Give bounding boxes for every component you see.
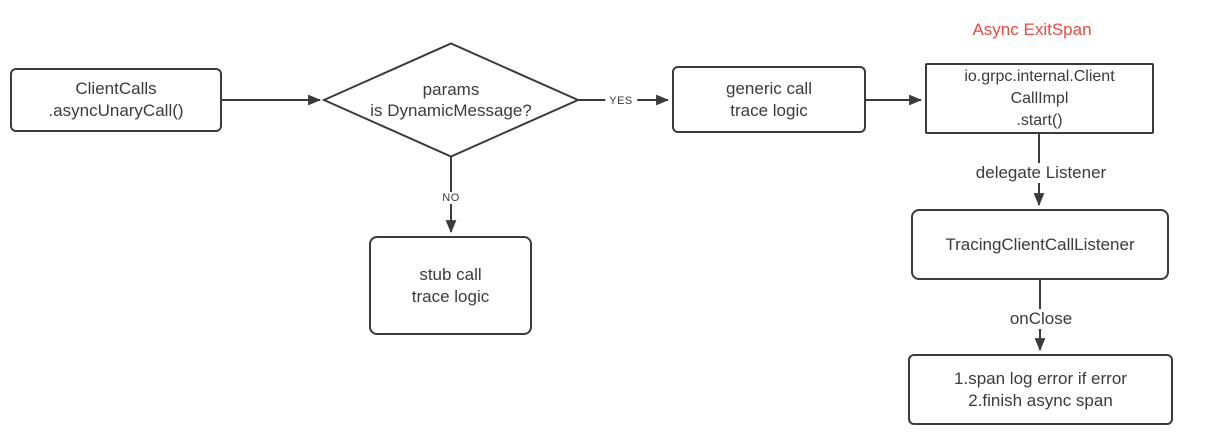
onclose-actions-node: 1.span log error if error 2.finish async… [908,354,1173,425]
stub-call-node: stub call trace logic [369,236,532,335]
onclose-edge-label: onClose [1005,309,1077,329]
decision-line-1: params [422,80,480,99]
generic-call-node: generic call trace logic [672,66,866,133]
onclose-actions-line-2: 2.finish async span [968,390,1113,410]
stub-call-line-2: trace logic [411,286,490,306]
tracing-listener-label: TracingClientCallListener [945,234,1135,254]
decision-line-2: is DynamicMessage? [370,101,532,120]
stub-call-line-1: stub call [419,264,482,284]
client-calls-line-2: .asyncUnaryCall() [48,101,184,120]
tracing-listener-node: TracingClientCallListener [911,209,1169,280]
yes-edge-label: YES [605,95,637,107]
async-exitspan-annotation: Async ExitSpan [972,20,1092,39]
generic-call-line-1: generic call [726,78,812,98]
grpc-node-line-2: CallImpl [1010,89,1069,107]
no-edge-label: NO [438,192,464,204]
onclose-actions-line-1: 1.span log error if error [954,368,1127,388]
decision-diamond-text: params is DynamicMessage? [341,69,561,131]
grpc-clientcallimpl-node: io.grpc.internal.Client CallImpl .start(… [925,63,1154,134]
grpc-node-line-1: io.grpc.internal.Client [964,67,1115,85]
grpc-node-line-3: .start() [1016,111,1063,129]
generic-call-line-2: trace logic [730,100,808,120]
client-calls-line-1: ClientCalls [75,79,157,98]
client-calls-node: ClientCalls .asyncUnaryCall() [10,68,222,132]
delegate-listener-edge-label: delegate Listener [971,163,1111,183]
decision-diamond-shape [321,42,581,158]
